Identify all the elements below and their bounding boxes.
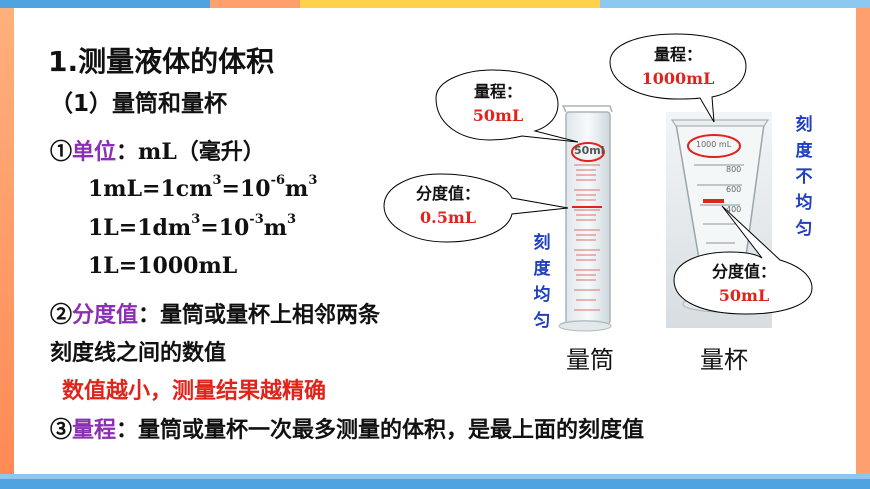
division-text-1: 量筒或量杯上相邻两条: [160, 302, 381, 328]
beaker-division-label: 分度值：: [711, 262, 776, 281]
eq2-a: 1L=1dm: [88, 215, 192, 241]
range-colon: ：: [116, 417, 139, 443]
cylinder-caption: 量筒: [566, 346, 614, 374]
beaker-tick-600: 600: [726, 185, 742, 194]
beaker-range-bubble: [609, 33, 747, 123]
cyl-v-1: 度: [533, 259, 551, 279]
range-text: 量筒或量杯一次最多测量的体积，是最上面的刻度值: [138, 417, 645, 443]
beaker-division-bubble: [673, 205, 813, 315]
cylinder-range-highlight: [571, 142, 605, 162]
bk-v-2: 不: [795, 167, 813, 187]
cylinder-range-label: 量程：: [473, 82, 522, 101]
cylinder-range-bubble: [435, 69, 579, 143]
range-line: ③量程：量筒或量杯一次最多测量的体积，是最上面的刻度值: [50, 412, 644, 444]
eq1-c: m: [285, 176, 309, 202]
beaker-range-label: 量程：: [653, 45, 702, 64]
eq1-e2: -6: [270, 173, 286, 188]
measuring-cylinder: [558, 105, 613, 332]
eq1-b: =10: [221, 176, 271, 202]
range-label: 量程: [72, 417, 117, 443]
cylinder-range-value: 50mL: [472, 106, 524, 125]
page-title: 1.测量液体的体积: [48, 45, 275, 78]
eq1-a: 1mL=1cm: [88, 176, 213, 202]
beaker-range-text: 量程： 1000mL: [622, 43, 734, 91]
eq2-e1: 3: [191, 212, 201, 227]
top-decor-strip: [0, 0, 870, 8]
division-label: 分度值: [72, 302, 139, 328]
beaker-range-highlight: [687, 134, 741, 158]
beaker-tick-400: 400: [726, 205, 742, 214]
beaker-range-value: 1000mL: [641, 69, 715, 88]
eq2-e3: 3: [287, 212, 297, 227]
range-marker: ③: [50, 417, 73, 443]
division-marker: ②: [50, 302, 73, 328]
eq2-e2: -3: [249, 212, 264, 227]
beaker-caption: 量杯: [700, 346, 748, 374]
right-decor-bar: [856, 8, 870, 474]
eq1-e1: 3: [212, 173, 222, 188]
eq1-e3: 3: [308, 173, 318, 188]
beaker-division-text: 分度值： 50mL: [690, 260, 798, 308]
unit-marker: ①: [50, 139, 73, 165]
bk-v-1: 度: [795, 141, 813, 161]
cylinder-vertical-note: 刻 度 均 匀: [532, 230, 552, 334]
beaker-vertical-note: 刻 度 不 均 匀: [794, 112, 814, 242]
bk-v-4: 匀: [795, 219, 813, 239]
left-decor-bar: [0, 8, 14, 474]
division-text-2: 刻度线之间的数值: [50, 340, 227, 366]
beaker-tick-labels: 800 600 400: [726, 160, 741, 220]
division-line: ②分度值：量筒或量杯上相邻两条: [50, 297, 380, 329]
bk-v-0: 刻: [795, 115, 813, 135]
unit-value: mL（毫升）: [138, 139, 265, 165]
beaker-mark: 1000 mL: [696, 140, 732, 149]
cylinder-range-text: 量程： 50mL: [450, 80, 546, 128]
cyl-v-0: 刻: [533, 233, 551, 253]
beaker-division-value: 50mL: [718, 286, 770, 305]
division-colon: ：: [138, 302, 161, 328]
unit-equation-2: 1L=1dm3=10-3m3: [88, 212, 297, 241]
bk-v-3: 均: [795, 193, 813, 213]
cyl-v-2: 均: [533, 285, 551, 305]
eq2-c: m: [263, 215, 288, 241]
bottom-decor-strip: [0, 474, 870, 489]
unit-equation-1: 1mL=1cm3=10-6m3: [88, 173, 318, 202]
division-note: 数值越小，测量结果越精确: [62, 378, 327, 404]
cylinder-division-label: 分度值：: [415, 184, 480, 203]
cylinder-division-value: 0.5mL: [419, 208, 476, 227]
cylinder-division-text: 分度值： 0.5mL: [400, 182, 496, 230]
unit-line: ①单位：mL（毫升）: [50, 134, 265, 166]
section-subtitle: （1）量筒和量杯: [50, 91, 228, 117]
eq2-b: =10: [200, 215, 250, 241]
beaker-tick-800: 800: [726, 165, 742, 174]
cylinder-division-bubble: [383, 173, 569, 243]
cylinder-mark: 50ml: [574, 144, 605, 157]
cyl-v-3: 匀: [533, 311, 551, 331]
unit-equation-3: 1L=1000mL: [88, 253, 238, 279]
unit-label: 单位: [72, 139, 117, 165]
unit-colon: ：: [116, 139, 139, 165]
